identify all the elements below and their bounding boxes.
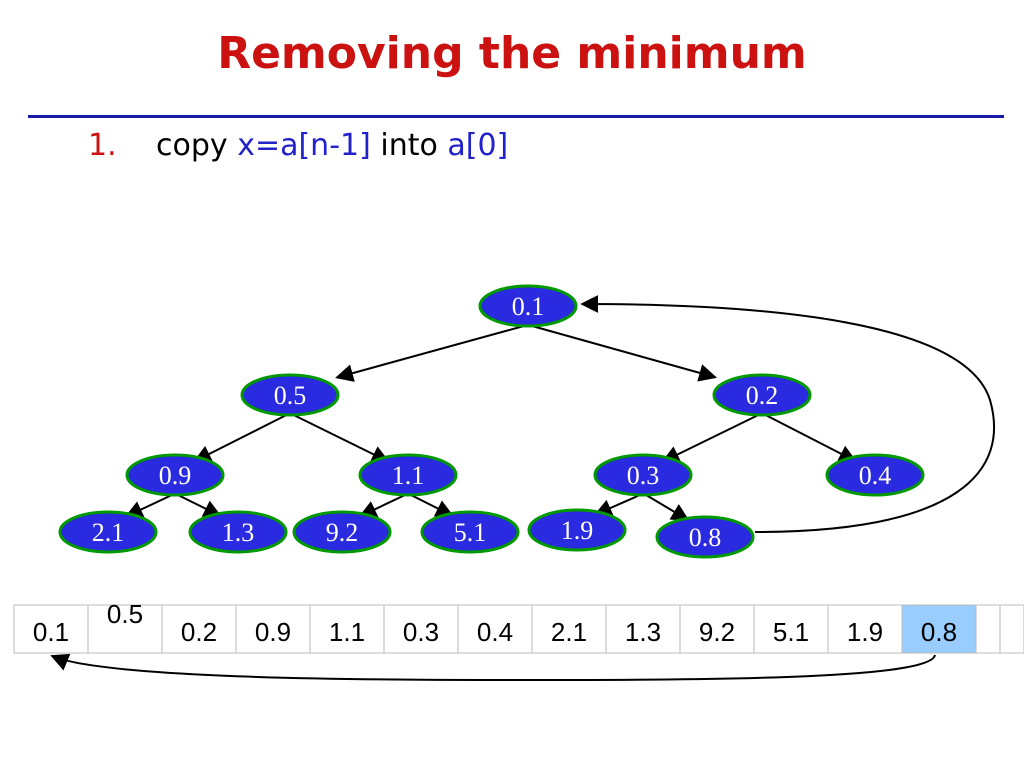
array-cell-value: 1.1 — [329, 617, 365, 647]
heap-node: 9.2 — [292, 510, 392, 554]
heap-node: 0.4 — [825, 453, 925, 497]
heap-node-shape — [240, 373, 340, 417]
heap-node-shape — [292, 510, 392, 554]
heap-node: 0.1 — [478, 284, 578, 328]
heap-node-label: 2.1 — [92, 518, 125, 547]
array-cell-value: 5.1 — [773, 617, 809, 647]
step-verb: copy — [156, 128, 228, 163]
heap-node: 0.5 — [240, 373, 340, 417]
array-cell-value: 0.5 — [107, 599, 143, 629]
array-cell-value: 0.1 — [33, 617, 69, 647]
array-cell-value: 0.9 — [255, 617, 291, 647]
tree-edge — [358, 494, 406, 518]
heap-node-shape — [825, 453, 925, 497]
heap-node-label: 0.2 — [746, 381, 779, 410]
heap-node: 1.3 — [188, 510, 288, 554]
array-cell-value: 2.1 — [551, 617, 587, 647]
step-1: 1. copy x=a[n-1] into a[0] — [88, 128, 508, 163]
array-cell-value: 0.3 — [403, 617, 439, 647]
heap-node-label: 1.9 — [561, 516, 594, 545]
array-cell — [161, 604, 237, 654]
heap-node-label: 0.9 — [159, 461, 192, 490]
heap-node-shape — [655, 515, 755, 559]
tree-edges — [124, 325, 858, 521]
tree-edge — [661, 414, 759, 463]
heap-node-shape — [527, 508, 627, 552]
array-cell-value: 0.2 — [181, 617, 217, 647]
array-cell — [309, 604, 385, 654]
tree-edge — [410, 494, 454, 517]
heap-node-label: 0.8 — [689, 523, 722, 552]
heap-node-label: 1.3 — [222, 518, 255, 547]
step-into: into — [380, 128, 438, 163]
slide-title: Removing the minimum — [217, 28, 807, 79]
array-cell — [753, 604, 829, 654]
heap-node-shape — [478, 284, 578, 328]
heap-node: 0.9 — [125, 453, 225, 497]
tree-edge — [193, 414, 287, 463]
heap-node-shape — [358, 453, 458, 497]
heap-node-shape — [125, 453, 225, 497]
heap-node-label: 0.3 — [627, 461, 660, 490]
tree-edge — [765, 414, 858, 463]
array-cell-value: 0.4 — [477, 617, 513, 647]
heap-node-shape — [188, 510, 288, 554]
tree-edge — [531, 325, 717, 382]
array-cell — [901, 604, 977, 654]
tree-edge — [124, 494, 173, 518]
tree-nodes: 0.1 0.5 0.2 0.9 1.1 0.3 0.4 2.1 1.3 9.2 5.1 1.9 0.8 — [58, 284, 925, 559]
tree-edge — [335, 325, 525, 382]
array-cell — [999, 604, 1024, 654]
title-divider — [28, 115, 1004, 118]
array-cell — [605, 604, 681, 654]
heap-array: 0.1 0.5 0.2 0.9 1.1 0.3 0.4 2.1 1.3 9.2 5.1 1.9 0.8 — [13, 599, 1024, 654]
heap-node: 0.3 — [593, 453, 693, 497]
step-number: 1. — [88, 128, 117, 163]
array-cell — [975, 604, 1001, 654]
tree-edge — [645, 494, 690, 521]
tree-edge — [593, 494, 641, 517]
heap-node-label: 9.2 — [326, 518, 359, 547]
array-cell — [13, 604, 89, 654]
tree-edge — [177, 494, 222, 517]
array-cell-value: 1.9 — [847, 617, 883, 647]
array-cell — [457, 604, 533, 654]
heap-node-label: 0.5 — [274, 381, 307, 410]
heap-node-label: 1.1 — [392, 461, 425, 490]
heap-node-label: 0.1 — [512, 292, 545, 321]
heap-node: 1.1 — [358, 453, 458, 497]
move-last-cell-to-first-arrow — [50, 653, 936, 682]
heap-node-shape — [420, 510, 520, 554]
step-target: a[0] — [447, 128, 509, 163]
array-cell — [87, 604, 163, 654]
heap-node: 5.1 — [420, 510, 520, 554]
array-cell-value: 1.3 — [625, 617, 661, 647]
array-cell-value: 9.2 — [699, 617, 735, 647]
array-cell — [235, 604, 311, 654]
array-cell-value: 0.8 — [921, 617, 957, 647]
heap-node: 0.2 — [712, 373, 812, 417]
heap-node-label: 0.4 — [859, 461, 892, 490]
array-cell — [679, 604, 755, 654]
heap-node: 0.8 — [655, 515, 755, 559]
heap-node: 1.9 — [527, 508, 627, 552]
heap-node-label: 5.1 — [454, 518, 487, 547]
tree-edge — [293, 414, 390, 463]
move-last-node-to-root-arrow — [580, 295, 995, 533]
heap-node-shape — [712, 373, 812, 417]
heap-node-shape — [593, 453, 693, 497]
step-expression: x=a[n-1] — [237, 128, 371, 163]
heap-node-shape — [58, 510, 158, 554]
heap-node: 2.1 — [58, 510, 158, 554]
array-cell — [531, 604, 607, 654]
